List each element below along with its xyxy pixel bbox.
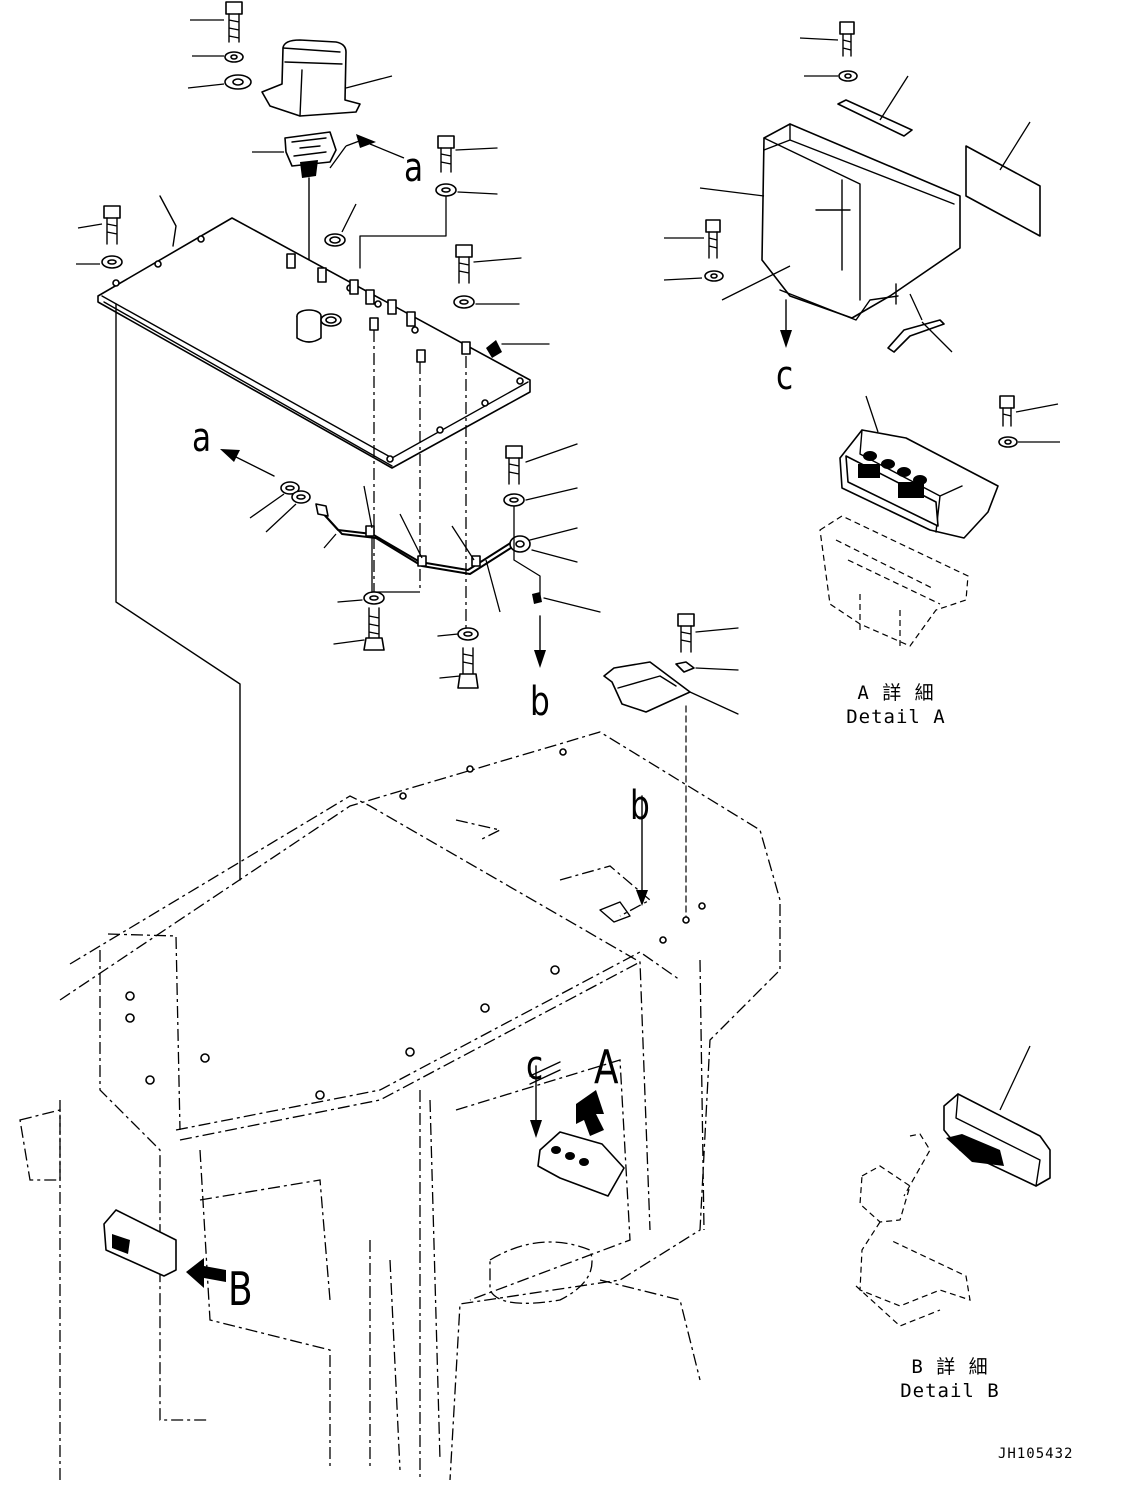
roof-plate [76, 195, 531, 881]
bolt-set-upper [359, 135, 498, 269]
detail-b-caption-jp: B 詳 細 [911, 1356, 989, 1378]
callout-B: B [228, 1262, 253, 1316]
callout-a-left: a [192, 415, 212, 461]
wire-harness [220, 449, 515, 613]
dome-light-cover-assembly [187, 1, 405, 313]
detail-a-monitor [819, 395, 1060, 647]
callout-b-cab: b [630, 783, 650, 829]
bolt-set-harness [503, 443, 601, 668]
callout-c-cab: c [526, 1043, 544, 1089]
callout-a-top: a [404, 145, 424, 191]
detail-b-caption-en: Detail B [900, 1380, 1000, 1402]
bolt-set-right [453, 244, 550, 358]
drawing-code: JH105432 [998, 1446, 1074, 1462]
cab-frame [19, 731, 781, 1481]
bracket-b [603, 613, 739, 921]
detail-b-panel [855, 1045, 1051, 1327]
bolt-top-1 [225, 1, 243, 43]
callout-c-top: c [776, 353, 794, 399]
callout-b-lower: b [530, 679, 550, 725]
detail-a-caption-jp: A 詳 細 [857, 682, 935, 704]
callout-A: A [594, 1040, 619, 1094]
bolt-set-lower [333, 591, 479, 689]
monitor-cover-assembly [663, 21, 1041, 353]
detail-a-caption-en: Detail A [846, 706, 946, 728]
